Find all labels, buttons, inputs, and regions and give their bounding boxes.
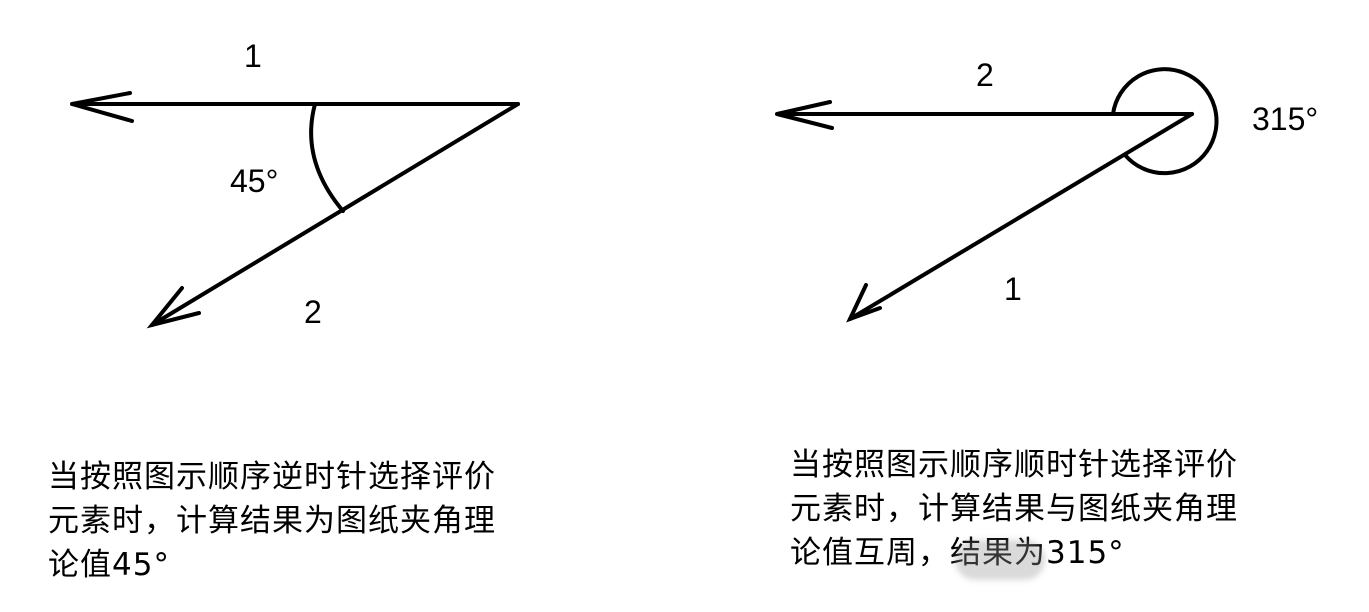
left-arrow-2-label: 2 [304,294,322,330]
right-caption-line-1: 当按照图示顺序顺时针选择评价 [790,447,1238,483]
right-angle-arc [1111,67,1219,176]
right-arrow-2-label: 2 [976,57,994,93]
left-arrow-2-shaft [150,102,520,327]
left-caption-line-2: 元素时，计算结果为图纸夹角理 [48,503,496,539]
right-arrow-2-head [776,100,834,130]
right-arrow-1-head [846,283,882,323]
left-angle-arc [309,102,345,213]
right-caption: 当按照图示顺序顺时针选择评价 元素时，计算结果与图纸夹角理 论值互周，结果为31… [790,443,1238,575]
left-angle-label: 45° [230,163,278,199]
right-arrow-1-shaft [848,112,1194,321]
right-caption-line-3: 论值互周，结果为315° [790,535,1125,571]
left-caption: 当按照图示顺序逆时针选择评价 元素时，计算结果为图纸夹角理 论值45° [48,455,496,587]
left-arrow-1-head [71,91,134,123]
left-caption-line-3: 论值45° [48,547,170,583]
right-arrow-1-label: 1 [1004,271,1022,307]
left-caption-line-1: 当按照图示顺序逆时针选择评价 [48,459,496,495]
right-angle-label: 315° [1252,101,1318,137]
watermark-blur [955,540,1045,580]
left-arrow-1-label: 1 [244,38,262,74]
right-angle-diagram [775,67,1219,323]
left-angle-diagram [70,91,520,329]
left-arrow-2-head [146,286,201,329]
right-caption-line-2: 元素时，计算结果与图纸夹角理 [790,491,1238,527]
